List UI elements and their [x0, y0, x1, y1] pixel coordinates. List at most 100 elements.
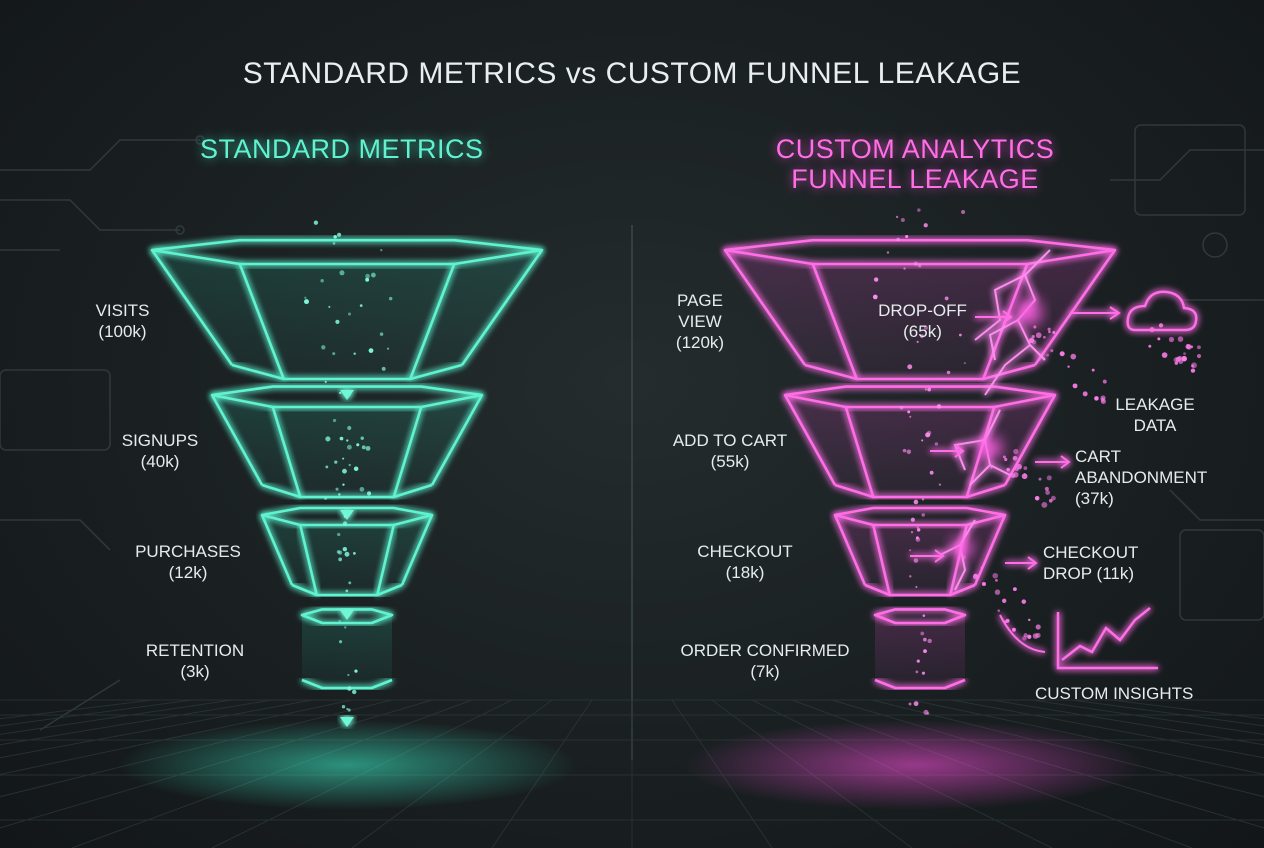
cart-abandonment-label: CART ABANDONMENT (37k)	[1075, 446, 1207, 509]
funnel-stage	[873, 608, 967, 690]
particle	[348, 581, 352, 585]
leak-particle	[1181, 355, 1187, 362]
particle	[339, 640, 343, 644]
particle	[342, 483, 345, 486]
stage-rim	[723, 238, 1117, 266]
stage-rim	[783, 385, 1057, 409]
particle	[344, 513, 347, 516]
particle	[926, 430, 932, 436]
floor-grid-line	[951, 699, 1264, 759]
particle	[873, 277, 879, 282]
stage-edge	[871, 524, 892, 596]
particle	[924, 388, 928, 391]
stage-base	[804, 363, 1036, 381]
stage-value: (18k)	[725, 563, 765, 582]
stage-name: PURCHASES	[135, 542, 241, 561]
particle	[907, 364, 913, 370]
stage-edge	[1003, 394, 1057, 486]
stage-name: RETENTION	[145, 641, 245, 660]
stage-value: (55k)	[710, 452, 750, 471]
stage-edge	[460, 249, 544, 366]
funnel-stage	[210, 385, 484, 499]
particle	[304, 296, 307, 299]
stage-edge	[375, 524, 396, 596]
funnel-stage	[150, 238, 544, 381]
standard-flow-arrows	[340, 365, 354, 727]
stage-edge	[400, 514, 434, 586]
leak-particle	[1051, 495, 1056, 501]
leak-particle	[1070, 353, 1077, 360]
particle	[365, 277, 370, 282]
stage-value: (120k)	[675, 333, 725, 352]
leak-particle	[1021, 473, 1028, 480]
stage-edge	[409, 263, 456, 380]
leak-particle	[1190, 368, 1196, 373]
leak-particle	[1035, 332, 1042, 339]
leak-particle	[1013, 448, 1019, 455]
leak-particle	[1044, 486, 1049, 491]
particle	[345, 589, 349, 593]
leak-particle	[1161, 352, 1168, 358]
leakage-data-label: LEAKAGE DATA	[1105, 394, 1205, 436]
checkout-drop-line2: DROP (11k)	[1043, 564, 1135, 583]
stage-label-add-to-cart: ADD TO CART (55k)	[660, 430, 800, 472]
stage-label-visits: VISITS (100k)	[75, 300, 170, 342]
funnel-stage	[783, 385, 1057, 499]
particle	[946, 370, 951, 375]
particle	[913, 499, 919, 505]
cart-abandonment-value: (37k)	[1075, 489, 1114, 508]
stage-edge	[260, 514, 294, 586]
custom-floor-glow	[685, 720, 1145, 810]
particle	[328, 305, 331, 308]
leak-particle	[994, 589, 1001, 595]
particle	[359, 486, 365, 492]
stage-base	[864, 583, 976, 597]
particle	[923, 649, 927, 654]
particle	[916, 526, 919, 529]
leak-particle	[1157, 337, 1161, 341]
particle	[354, 669, 358, 673]
stage-value: (3k)	[180, 662, 210, 681]
particle	[333, 235, 337, 239]
stage-name: VISITS	[95, 301, 150, 320]
particle	[334, 460, 338, 464]
leak-particle	[1067, 365, 1070, 368]
particle	[365, 445, 371, 451]
stage-edge	[392, 406, 423, 498]
particle	[913, 558, 919, 563]
particle	[342, 521, 348, 526]
leak-particle	[1002, 598, 1007, 603]
particle	[896, 237, 900, 242]
flow-arrow-icon	[340, 717, 354, 727]
particle	[921, 498, 925, 501]
stage-value: (12k)	[168, 563, 208, 582]
particle	[381, 366, 386, 371]
leak-particle	[1052, 331, 1056, 334]
leak-particle	[981, 581, 986, 587]
leak-particle	[1196, 353, 1202, 359]
leak-particle	[1023, 633, 1028, 638]
stage-name-2: VIEW	[678, 312, 722, 331]
particle	[923, 325, 928, 330]
particle	[907, 410, 911, 414]
leak-particle	[1094, 396, 1099, 401]
leak-particle	[1045, 490, 1050, 495]
particle	[353, 551, 356, 555]
particle	[339, 436, 344, 441]
leak-glow	[951, 298, 1042, 559]
particle	[347, 425, 352, 431]
leak-particle	[972, 573, 979, 580]
particle	[337, 232, 342, 237]
particle	[917, 208, 921, 212]
particle	[900, 218, 905, 222]
leak-particle	[1023, 473, 1026, 476]
custom-heading: CUSTOM ANALYTICS FUNNEL LEAKAGE	[760, 134, 1070, 194]
particle	[347, 312, 351, 316]
flow-arrow-icon	[340, 390, 354, 400]
leak-particle	[1034, 495, 1040, 501]
particle	[359, 304, 363, 308]
particle	[920, 334, 924, 339]
stage-value: (100k)	[98, 322, 147, 341]
particle	[906, 449, 912, 454]
particle	[961, 209, 966, 214]
